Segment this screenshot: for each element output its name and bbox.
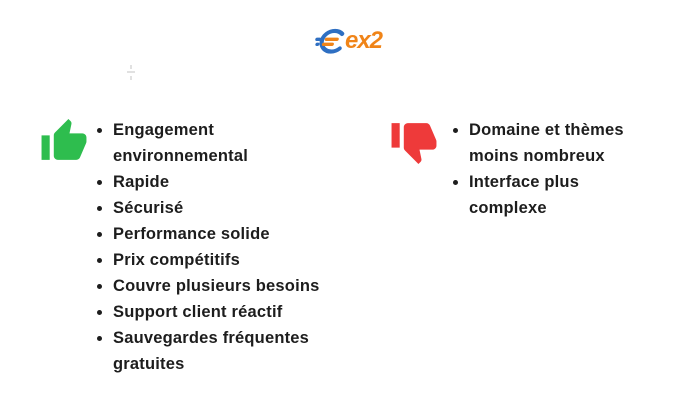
pros-item: Support client réactif (96, 299, 324, 325)
cons-item: Interface plus complexe (452, 169, 630, 221)
pros-item: Rapide (96, 169, 324, 195)
pros-item: Engagement environnemental (96, 117, 324, 169)
thumbs-down-icon (391, 123, 437, 164)
pros-item: Sauvegardes fréquentes gratuites (96, 325, 324, 377)
ex2-logo: ex2 (314, 27, 386, 55)
pros-item: Sécurisé (96, 195, 324, 221)
cons-list: Domaine et thèmes moins nombreux Interfa… (452, 117, 630, 221)
ex2-e-swoosh-icon (315, 28, 345, 54)
thumbs-up-icon (41, 119, 87, 160)
pros-list: Engagement environnemental Rapide Sécuri… (96, 117, 324, 377)
cons-item: Domaine et thèmes moins nombreux (452, 117, 630, 169)
cons-section: Domaine et thèmes moins nombreux Interfa… (388, 117, 630, 221)
faint-artifact-mark (126, 64, 136, 82)
pros-section: Engagement environnemental Rapide Sécuri… (38, 117, 324, 377)
pros-item: Couvre plusieurs besoins (96, 273, 324, 299)
logo-wordmark: ex2 (344, 27, 383, 54)
pros-item: Performance solide (96, 221, 324, 247)
pros-item: Prix compétitifs (96, 247, 324, 273)
